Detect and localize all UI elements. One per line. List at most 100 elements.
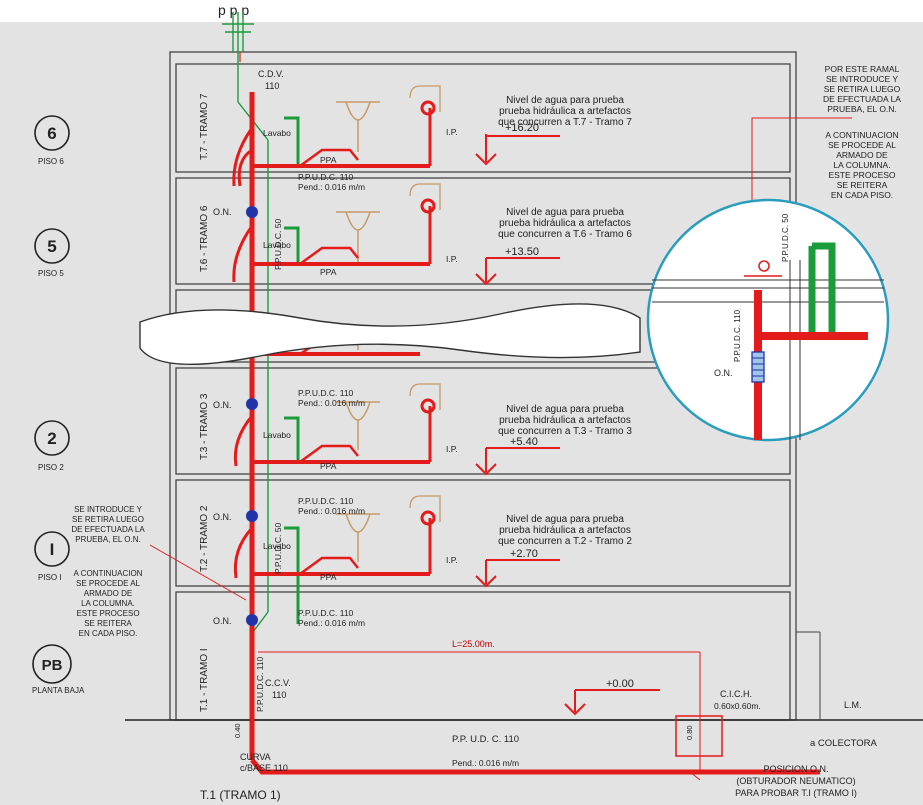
note-top-line-11: ESTE PROCESO (828, 170, 895, 180)
note-top-line-2: SE INTRODUCE Y (826, 74, 898, 84)
branch-vents (284, 116, 300, 624)
vent-pipe-label-6: P.P.U.D.C. 50 (273, 219, 283, 270)
level-marks (475, 134, 660, 716)
ppa-label-3: PPA (320, 461, 337, 471)
vent-pipe-label-2: P.P.U.D.C. 50 (273, 523, 283, 574)
main-pend-label: Pend.: 0.016 m/m (452, 758, 519, 768)
branch-pend-label-3: Pend.: 0.016 m/m (298, 398, 365, 408)
curva-label: CURVA (240, 752, 271, 762)
branch-pipe-label-3: P.P.U.D.C. 110 (298, 388, 354, 398)
ip-label-7: I.P. (446, 127, 458, 137)
on-position-2: (OBTURADOR NEUMATICO) (736, 776, 855, 786)
floor-1-label: PISO I (38, 573, 62, 582)
note-left-line-11: SE REITERA (84, 619, 132, 628)
ppa-label-2: PPA (320, 572, 337, 582)
on-label-2: O.N. (213, 512, 232, 522)
vertical-pipe-label: P.P.U.D.C. 110 (255, 656, 265, 712)
test-note-6: Nivel de agua para prueba prueba hidrául… (498, 207, 632, 258)
on-label-6: O.N. (213, 207, 232, 217)
lavabo-label-6: Lavabo (263, 240, 291, 250)
note-left-line-9: LA COLUMNA. (81, 599, 135, 608)
floor-6-label: PISO 6 (38, 157, 64, 166)
test-note-3: Nivel de agua para prueba prueba hidrául… (498, 404, 632, 448)
detail-circle: P.P.U.D.C. 50 P.P.U.D.C. 110 O.N. (646, 198, 890, 442)
lavabo-label-2: Lavabo (263, 541, 291, 551)
on-label-1: O.N. (213, 616, 232, 626)
note-top-line-3: SE RETIRA LUEGO (824, 84, 901, 94)
test-6-line-1: Nivel de agua para prueba (506, 207, 624, 218)
test-6-line-2: prueba hidráulica a artefactos (499, 218, 631, 229)
note-top-line-10: LA COLUMNA. (833, 160, 890, 170)
note-top-line-5: PRUEBA, EL O.N. (827, 104, 897, 114)
on-label-3: O.N. (213, 400, 232, 410)
note-left-line-3: DE EFECTUADA LA (71, 525, 145, 534)
length-dimension (258, 651, 701, 772)
branch-pipe-label-6: P.P.U.D.C. 110 (298, 172, 354, 182)
lavabo-label-7: Lavabo (263, 128, 291, 138)
header-strip (0, 0, 923, 22)
on-position-1: POSICION O.N. (763, 764, 828, 774)
ccv-label: C.C.V. (265, 678, 291, 688)
floor-5-label: PISO 5 (38, 269, 64, 278)
floor-1-number: I (50, 540, 55, 559)
branch-pend-label-6: Pend.: 0.016 m/m (298, 182, 365, 192)
test-3-line-2: prueba hidráulica a artefactos (499, 415, 631, 426)
note-left-line-1: SE INTRODUCE Y (74, 505, 143, 514)
height-040: 0.40 (233, 723, 242, 738)
note-left-leader (149, 544, 247, 601)
branch-pend-label-2: Pend.: 0.016 m/m (298, 506, 365, 516)
ventilation-pipe (222, 12, 269, 633)
on-position-leader (689, 771, 701, 781)
detail-on-label: O.N. (714, 368, 733, 378)
note-top-line-1: POR ESTE RAMAL (825, 64, 900, 74)
branch-pend-label-1: Pend.: 0.016 m/m (298, 618, 365, 628)
ip-label-6: I.P. (446, 254, 458, 264)
test-7-level: +16.20 (505, 122, 539, 134)
colectora-label: a COLECTORA (810, 738, 878, 749)
test-note-7: Nivel de agua para prueba prueba hidrául… (498, 95, 632, 134)
note-left-line-4: PRUEBA, EL O.N. (75, 535, 141, 544)
note-top-right: POR ESTE RAMAL SE INTRODUCE Y SE RETIRA … (823, 64, 901, 200)
zero-level: +0.00 (606, 678, 634, 690)
tramo-6-label: T.6 - TRAMO 6 (199, 205, 210, 272)
test-note-2: Nivel de agua para prueba prueba hidrául… (498, 514, 632, 560)
stack-offsets (232, 127, 254, 579)
floor-pb-label: PLANTA BAJA (32, 686, 85, 695)
height-080: 0.80 (685, 725, 694, 740)
test-6-level: +13.50 (505, 246, 539, 258)
test-7-line-2: prueba hidráulica a artefactos (499, 106, 631, 117)
tramo-1-label: T.1 - TRAMO I (199, 648, 210, 712)
cdv-label: C.D.V. (258, 69, 284, 79)
t1-bottom-label: T.1 (TRAMO 1) (200, 788, 281, 802)
curva-base-label: c/BASE 110 (240, 763, 288, 773)
test-3-line-1: Nivel de agua para prueba (506, 404, 624, 415)
ppa-label-7: PPA (320, 155, 337, 165)
note-left-line-2: SE RETIRA LUEGO (72, 515, 144, 524)
cich-box (675, 715, 723, 757)
floor-5-number: 5 (47, 237, 56, 256)
note-left-line-12: EN CADA PISO. (79, 629, 138, 638)
cich-label: C.I.C.H. (720, 689, 752, 699)
ip-label-3: I.P. (446, 444, 458, 454)
note-left-line-6: A CONTINUACION (74, 569, 143, 578)
note-left-line-10: ESTE PROCESO (76, 609, 139, 618)
header-fragment: p p p (218, 2, 249, 18)
detail-pipe50-label: P.P.U.D.C. 50 (781, 213, 790, 262)
break-band (139, 303, 641, 366)
floor-6-number: 6 (47, 124, 56, 143)
main-stack (239, 52, 820, 775)
detail-pipe110-label: P.P.U.D.C. 110 (733, 309, 742, 362)
tramo-2-label: T.2 - TRAMO 2 (199, 505, 210, 572)
note-top-line-4: DE EFECTUADA LA (823, 94, 901, 104)
floor-2-label: PISO 2 (38, 463, 64, 472)
branch-pipe-label-1: P.P.U.D.C. 110 (298, 608, 354, 618)
note-left: SE INTRODUCE Y SE RETIRA LUEGO DE EFECTU… (71, 505, 145, 638)
main-pipe-label: P.P. U.D. C. 110 (452, 734, 519, 745)
note-top-line-13: EN CADA PISO. (831, 190, 893, 200)
branch-pipe-label-2: P.P.U.D.C. 110 (298, 496, 354, 506)
test-2-level: +2.70 (510, 548, 538, 560)
test-2-line-1: Nivel de agua para prueba (506, 514, 624, 525)
test-2-line-3: que concurren a T.2 - Tramo 2 (498, 536, 632, 547)
note-top-line-12: SE REITERA (837, 180, 888, 190)
